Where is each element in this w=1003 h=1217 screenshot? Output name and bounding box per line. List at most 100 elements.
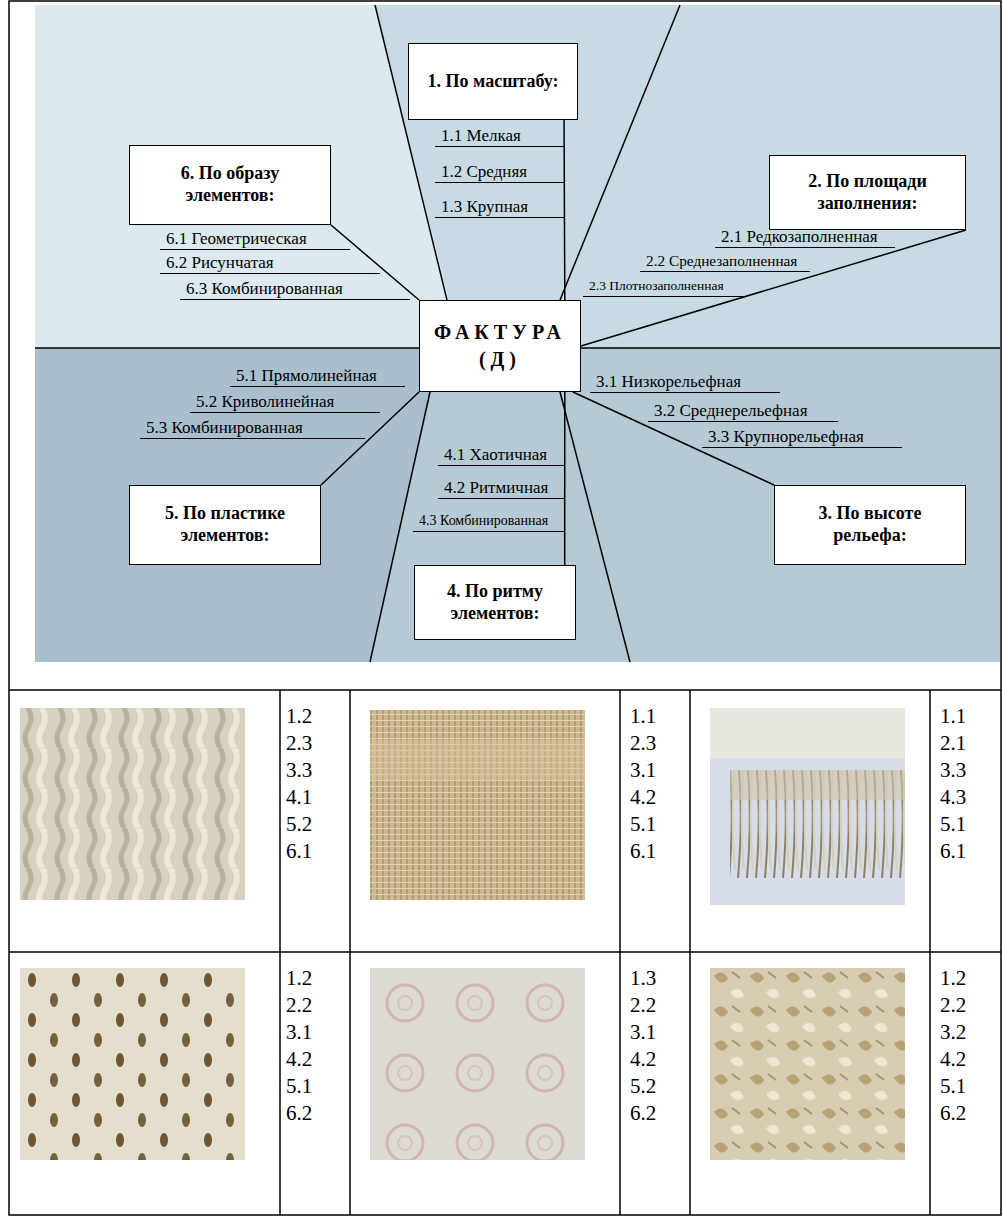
code-cell: 2.1 [940,731,966,755]
connector-line [563,120,565,300]
category-title: 6. По образу элементов: [138,163,322,206]
code-cell: 4.3 [940,785,966,809]
category-item: 4.3 Комбинированная [413,511,565,532]
texture-photo [20,968,245,1160]
category-item: 5.1 Прямолинейная [230,366,405,387]
category-title: 1. По масштабу: [428,71,559,93]
texture-photo [20,708,245,900]
code-cell: 3.1 [630,1020,656,1044]
category-box: 4. По ритму элементов: [414,565,576,640]
connector-line [331,225,419,300]
table-rule [929,690,931,1215]
texture-photo [370,740,585,780]
center-title: ФАКТУРА (Д) [428,319,572,373]
texture-photo [730,770,905,880]
category-item: 6.1 Геометрическая [160,229,350,250]
category-item: 1.2 Средняя [435,162,565,183]
category-item: 2.3 Плотнозаполненная [583,276,743,297]
sector-bottom [35,348,1000,662]
code-cell: 1.1 [630,704,656,728]
code-cell: 2.3 [286,731,312,755]
code-cell: 1.3 [630,966,656,990]
texture-photo [370,710,585,900]
category-title: 2. По площади заполнения: [778,171,957,214]
sector-top [35,5,1000,348]
code-cell: 1.2 [286,966,312,990]
code-cell: 3.1 [630,758,656,782]
category-item: 3.3 Крупнорельефная [702,427,902,448]
table-border [9,1,1001,1215]
texture-photo [370,968,585,1160]
code-cell: 6.2 [940,1101,966,1125]
code-cell: 6.2 [286,1101,312,1125]
code-cell: 3.3 [940,758,966,782]
category-item: 5.2 Криволинейная [190,392,380,413]
code-cell: 5.1 [286,1074,312,1098]
texture-photo [710,708,905,758]
category-title: 4. По ритму элементов: [423,581,567,624]
category-title: 3. По высоте рельефа: [783,503,957,546]
table-rule [279,690,281,1215]
category-item: 2.1 Редкозаполненная [715,227,895,248]
code-cell: 2.2 [286,993,312,1017]
category-item: 4.1 Хаотичная [438,445,565,466]
code-cell: 6.1 [630,839,656,863]
category-item: 6.2 Рисунчатая [160,253,380,274]
code-cell: 6.1 [286,839,312,863]
table-rule [9,689,1001,691]
code-cell: 4.2 [286,1047,312,1071]
code-cell: 5.1 [940,1074,966,1098]
code-cell: 4.2 [940,1047,966,1071]
category-item: 1.1 Мелкая [435,126,565,147]
sector-line [35,347,420,349]
center-box: ФАКТУРА (Д) [419,300,581,392]
texture-photo [20,968,245,1160]
connector-line [564,392,566,565]
texture-photo [370,968,585,1160]
code-cell: 3.1 [286,1020,312,1044]
category-box: 1. По масштабу: [408,43,578,120]
sector-line [580,347,1000,349]
texture-photo [710,708,905,905]
code-cell: 2.3 [630,731,656,755]
table-rule [619,690,621,1215]
code-cell: 2.2 [630,993,656,1017]
code-cell: 3.2 [940,1020,966,1044]
category-box: 6. По образу элементов: [129,145,331,225]
code-cell: 6.1 [940,839,966,863]
sector-top-left [35,5,461,348]
code-cell: 4.2 [630,785,656,809]
table-rule [9,951,1001,953]
sector-bottom-left [35,348,441,662]
texture-photo [710,968,905,1160]
category-box: 5. По пластике элементов: [129,485,321,565]
code-cell: 5.1 [630,812,656,836]
code-cell: 5.2 [630,1074,656,1098]
category-box: 3. По высоте рельефа: [774,485,966,565]
category-item: 3.1 Низкорельефная [590,372,780,393]
code-cell: 1.1 [940,704,966,728]
code-cell: 2.2 [940,993,966,1017]
category-box: 2. По площади заполнения: [769,155,966,230]
code-cell: 3.3 [286,758,312,782]
category-item: 2.2 Среднезаполненная [640,251,810,272]
texture-photo [710,968,905,1160]
code-cell: 6.2 [630,1101,656,1125]
texture-photo [20,708,245,900]
table-rule [689,690,691,1215]
texture-photo [730,770,905,800]
category-title: 5. По пластике элементов: [138,503,312,546]
code-cell: 4.2 [630,1047,656,1071]
category-item: 5.3 Комбинированная [140,418,365,439]
category-item: 6.3 Комбинированная [180,279,410,300]
code-cell: 5.2 [286,812,312,836]
category-item: 4.2 Ритмичная [438,478,565,499]
code-cell: 4.1 [286,785,312,809]
table-rule [349,690,351,1215]
code-cell: 5.1 [940,812,966,836]
category-item: 1.3 Крупная [435,197,565,218]
category-item: 3.2 Среднерельефная [648,401,838,422]
code-cell: 1.2 [940,966,966,990]
code-cell: 1.2 [286,704,312,728]
